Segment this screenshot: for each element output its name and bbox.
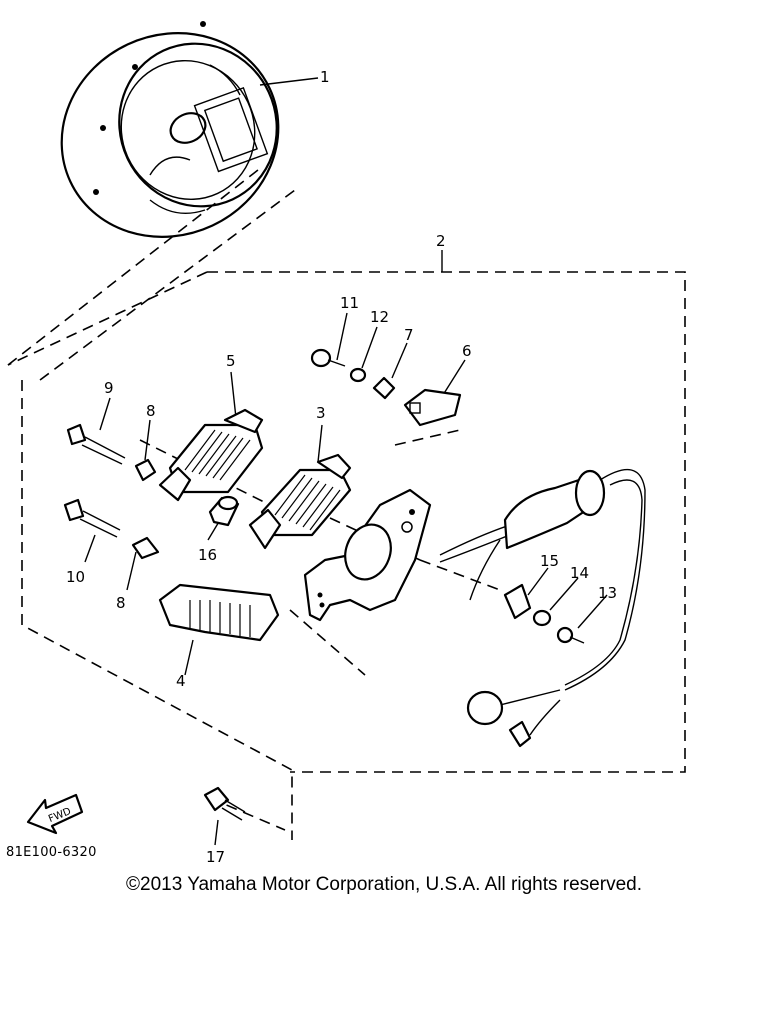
wire-harness: [439, 468, 646, 748]
callout-6: 6: [462, 342, 472, 360]
callout-12: 12: [370, 308, 389, 326]
leader-lines: [84, 77, 608, 846]
clamp-15: [503, 583, 532, 620]
callout-7: 7: [404, 326, 414, 344]
screw-9: [66, 423, 126, 465]
diagram-code: 81E100-6320: [6, 845, 97, 860]
callout-17: 17: [206, 848, 225, 866]
callout-2: 2: [436, 232, 446, 250]
washer-12: [349, 367, 367, 383]
callout-8b: 8: [116, 594, 126, 612]
callout-3: 3: [316, 404, 326, 422]
callout-1: 1: [320, 68, 330, 86]
washer-14: [532, 609, 552, 627]
lighting-coil-4: [158, 583, 280, 642]
callout-16: 16: [198, 546, 217, 564]
screw-10: [63, 498, 121, 538]
screw-13: [556, 626, 585, 644]
clamp-7: [372, 376, 396, 400]
spacer-16: [208, 495, 240, 527]
bolt-17: [203, 786, 246, 821]
flywheel-rotor: [60, 21, 280, 238]
clamp-8b: [131, 536, 160, 560]
callout-10: 10: [66, 568, 85, 586]
callout-15: 15: [540, 552, 559, 570]
callout-8a: 8: [146, 402, 156, 420]
callout-5: 5: [226, 352, 236, 370]
forward-arrow-icon: FWD: [26, 793, 84, 835]
callout-4: 4: [176, 672, 186, 690]
callout-labels: 1 2 11 12 7 6 5 9 3 8 16 10 8 15 14 13 4…: [66, 68, 617, 866]
clamp-8a: [134, 458, 157, 482]
callout-9: 9: [104, 379, 114, 397]
source-coil-5: [158, 408, 264, 502]
exploded-parts-diagram: FWD 1 2 11 12 7 6 5 9 3 8 16 10 8 15 14 …: [7, 21, 686, 866]
copyright-notice: ©2013 Yamaha Motor Corporation, U.S.A. A…: [126, 874, 642, 895]
stator-plate: [303, 488, 432, 622]
switch-6: [403, 388, 462, 427]
stator-assembly-boundary: [7, 169, 686, 840]
callout-14: 14: [570, 564, 589, 582]
callout-13: 13: [598, 584, 617, 602]
screw-11: [310, 348, 346, 368]
callout-11: 11: [340, 294, 359, 312]
source-coil-3: [248, 453, 352, 550]
